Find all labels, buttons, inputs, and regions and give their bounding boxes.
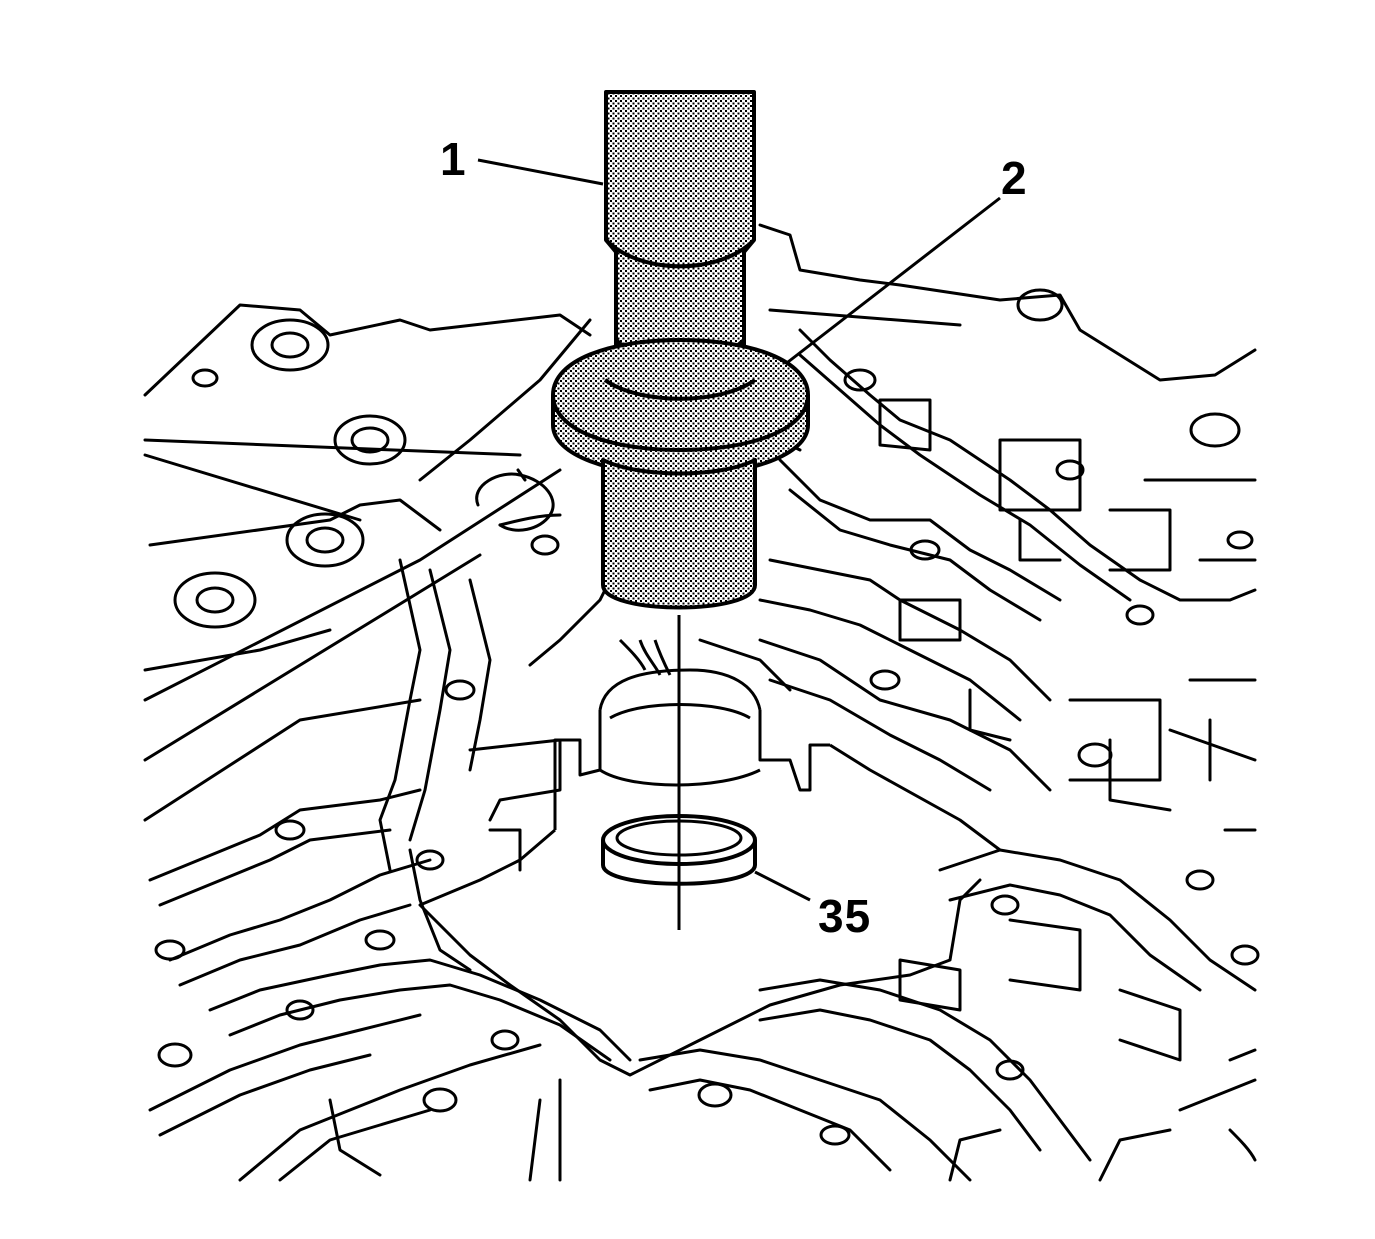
fluid-channels-lower-right <box>638 848 1257 1182</box>
fluid-channels-right <box>758 328 1257 832</box>
leader-lines <box>477 158 1001 902</box>
snap-ring <box>475 472 555 532</box>
leader-line-2 <box>787 196 1001 364</box>
installer-flange <box>551 338 810 477</box>
seal-bore <box>419 638 1001 907</box>
callout-2: 2 <box>1001 152 1028 204</box>
driver-handle <box>604 90 756 352</box>
installer-pilot <box>601 458 757 610</box>
valve-body-casting <box>143 223 1260 1182</box>
callout-35: 35 <box>818 890 872 942</box>
bolt-holes <box>154 288 1260 1146</box>
central-cavity <box>418 878 982 1077</box>
leader-line-35 <box>754 870 811 902</box>
seal-installer-tool <box>551 90 810 610</box>
fluid-channels <box>148 558 632 1182</box>
leader-line-1 <box>477 158 604 186</box>
callout-1: 1 <box>440 133 467 185</box>
